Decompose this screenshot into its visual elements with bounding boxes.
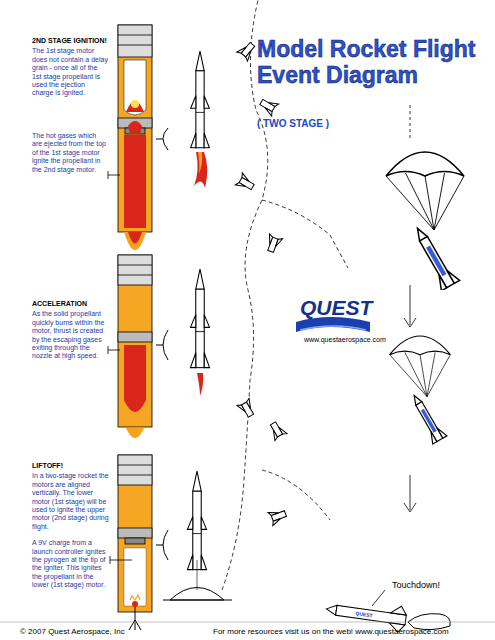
stage-heading: ACCELERATION — [32, 300, 112, 308]
note-text: In a two-stage rocket the motors are ali… — [32, 472, 112, 531]
url-text: www.questaerospace.com — [304, 336, 414, 344]
subtitle: ( TWO STAGE ) — [257, 118, 377, 130]
stage-heading: LIFTOFF! — [32, 462, 112, 470]
footer-text: © 2007 Quest Aerospace, Inc — [20, 627, 220, 637]
note-text: A 9V charge from a launch controller ign… — [32, 539, 108, 589]
callout-label: Touchdown! — [392, 580, 462, 591]
note-text: The 1st stage motor does not contain a d… — [32, 47, 108, 97]
footer-text: For more resources visit us on the web! … — [213, 627, 493, 637]
note-text: The hot gases which are ejected from the… — [32, 132, 106, 174]
note-text: As the solid propellant quickly burns wi… — [32, 310, 106, 360]
stage-heading: 2ND STAGE IGNITION! — [32, 37, 112, 45]
logo-text: QUEST — [300, 295, 390, 320]
diagram-title: Model Rocket Flight Event Diagram — [257, 36, 477, 89]
